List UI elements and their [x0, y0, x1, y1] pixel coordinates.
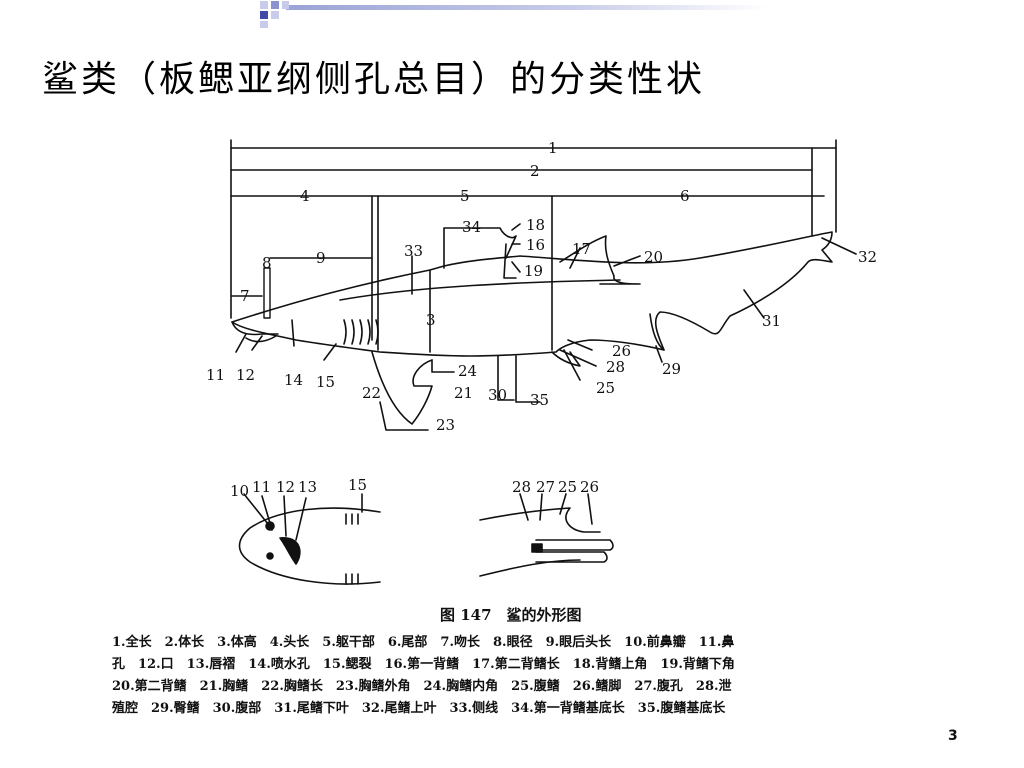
ventral-head-outline: [238, 507, 381, 585]
fig-label-12b: 12: [276, 478, 295, 496]
fig-label-16: 16: [526, 236, 545, 254]
fig-label-29: 29: [662, 360, 681, 378]
first-dorsal-fin: [443, 227, 517, 269]
fig-label-10: 10: [230, 482, 249, 500]
fig-label-34: 34: [462, 218, 481, 236]
fig-label-21: 21: [454, 384, 473, 402]
fig-label-27: 27: [536, 478, 555, 496]
ventral-nostril-2: [266, 552, 274, 560]
fig-label-14: 14: [284, 371, 303, 389]
fig-label-26: 26: [612, 342, 631, 360]
title-bar-decoration: [260, 1, 768, 28]
fig-label-28: 28: [606, 358, 625, 376]
ventral-body-lower: [479, 559, 581, 577]
fig-label-33: 33: [404, 242, 423, 260]
fig-label-35: 35: [530, 391, 549, 409]
leader-lines: [231, 223, 857, 431]
fig-label-1: 1: [548, 139, 558, 157]
anal-fin: [649, 313, 665, 351]
fig-label-23: 23: [436, 416, 455, 434]
lateral-line: [339, 279, 621, 301]
fig-label-15b: 15: [348, 476, 367, 494]
fig-label-4: 4: [300, 187, 310, 205]
fig-label-20: 20: [644, 248, 663, 266]
ventral-gill-marks: [243, 493, 363, 585]
legend-line: 孔 12.口 13.唇褶 14.喷水孔 15.鳃裂 16.第一背鳍 17.第二背…: [112, 657, 735, 672]
ventral-pelvic-leaders: [519, 493, 593, 525]
fig-label-12: 12: [236, 366, 255, 384]
second-dorsal-fin: [559, 235, 641, 285]
fig-label-9: 9: [316, 249, 326, 267]
fig-label-31: 31: [762, 312, 781, 330]
fig-label-32: 32: [858, 248, 877, 266]
figure-legend: 1.全长 2.体长 3.体高 4.头长 5.躯干部 6.尾部 7.吻长 8.眼径…: [112, 632, 948, 720]
fig-label-25: 25: [596, 379, 615, 397]
fig-label-25b: 25: [558, 478, 577, 496]
pectoral-fin: [371, 351, 433, 425]
legend-line: 20.第二背鳍 21.胸鳍 22.胸鳍长 23.胸鳍外角 24.胸鳍内角 25.…: [112, 679, 732, 694]
fig-label-22: 22: [362, 384, 381, 402]
fig-label-30: 30: [488, 386, 507, 404]
eye: [263, 267, 271, 319]
legend-line: 殖腔 29.臀鳍 30.腹部 31.尾鳍下叶 32.尾鳍上叶 33.侧线 34.…: [112, 701, 726, 716]
slide-number: 3: [948, 728, 958, 744]
fig-label-11b: 11: [252, 478, 271, 496]
ventral-claspers: [535, 539, 614, 563]
ventral-nostril: [265, 521, 275, 531]
fig-label-6: 6: [680, 187, 690, 205]
figure-caption: 图 147 鲨的外形图: [440, 606, 582, 624]
shark-body-outline: [231, 231, 833, 357]
first-dorsal-free-tip: [503, 243, 517, 279]
legend-line: 1.全长 2.体长 3.体高 4.头长 5.躯干部 6.尾部 7.吻长 8.眼径…: [112, 635, 735, 650]
snout: [231, 321, 279, 336]
cloaca-mark: [531, 543, 543, 553]
fig-label-28b: 28: [512, 478, 531, 496]
fig-label-2: 2: [530, 162, 540, 180]
fig-label-15: 15: [316, 373, 335, 391]
fig-label-17: 17: [572, 240, 591, 258]
fig-label-5: 5: [460, 187, 470, 205]
mouth: [245, 335, 277, 343]
fig-label-24: 24: [458, 362, 477, 380]
fig-label-13: 13: [298, 478, 317, 496]
fig-label-19: 19: [524, 262, 543, 280]
fig-label-7: 7: [240, 287, 250, 305]
fig-label-18: 18: [526, 216, 545, 234]
ventral-mouth: [279, 537, 301, 565]
pelvic-fin: [551, 351, 581, 367]
fig-label-3: 3: [426, 311, 436, 329]
ventral-pelvic-outline: [479, 507, 601, 533]
fig-label-26b: 26: [580, 478, 599, 496]
fig-label-11: 11: [206, 366, 225, 384]
slide-title: 鲨类（板鳃亚纲侧孔总目）的分类性状: [42, 59, 706, 100]
fig-label-8: 8: [262, 254, 272, 272]
gill-slits: [343, 319, 379, 345]
